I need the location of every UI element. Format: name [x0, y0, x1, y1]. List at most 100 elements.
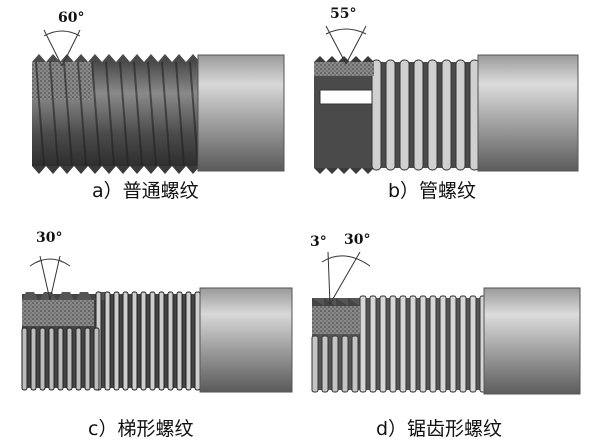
- thread-crest: [351, 335, 359, 393]
- buttress-thread-drawing: [311, 251, 581, 395]
- thread-tooth: [32, 54, 46, 62]
- thread-crest: [409, 295, 417, 393]
- trapezoidal-angle-marker: [29, 255, 71, 301]
- thread-tooth: [46, 54, 60, 62]
- thread-groove: [175, 61, 185, 167]
- metric-thread-drawing: [32, 29, 285, 174]
- thread-crest: [48, 327, 55, 391]
- thread-tooth: [74, 166, 88, 174]
- trapezoidal-threaded-rod: [21, 291, 204, 391]
- thread-crest: [369, 295, 377, 393]
- panel-trapezoidal-thread: 30° c）梯形螺纹: [0, 222, 300, 444]
- thread-tooth: [130, 54, 144, 62]
- thread-crest: [399, 295, 407, 393]
- thread-tooth: [46, 166, 60, 174]
- buttress-angle-marker: [321, 251, 371, 305]
- thread-tooth: [326, 168, 338, 174]
- thread-crest: [131, 291, 138, 391]
- buttress-cross-section: [312, 306, 360, 334]
- thread-groove: [133, 61, 143, 167]
- thread-groove: [147, 61, 157, 167]
- thread-crest: [385, 59, 396, 171]
- thread-crest: [399, 59, 410, 171]
- thread-tooth: [350, 56, 362, 62]
- thread-crest: [449, 295, 457, 393]
- thread-crest: [379, 295, 387, 393]
- thread-groove: [49, 61, 59, 167]
- pipe-shank-cylinder: [477, 54, 579, 172]
- thread-crest: [149, 291, 156, 391]
- thread-tooth: [76, 292, 92, 300]
- thread-crest: [122, 291, 129, 391]
- thread-tooth: [60, 166, 74, 174]
- thread-crest: [176, 291, 183, 391]
- thread-tooth: [60, 54, 74, 62]
- thread-groove: [35, 61, 45, 167]
- thread-tooth: [102, 166, 116, 174]
- trapezoidal-thread-drawing: [21, 255, 293, 393]
- metric-angle-marker: [43, 29, 81, 67]
- thread-crest: [389, 295, 397, 393]
- thread-crest: [469, 295, 477, 393]
- caption-pipe-thread: b）管螺纹: [388, 180, 477, 202]
- thread-tooth: [74, 54, 88, 62]
- thread-tooth: [312, 298, 324, 306]
- thread-tooth: [172, 166, 186, 174]
- thread-groove: [189, 61, 199, 167]
- thread-tooth: [338, 168, 350, 174]
- panel-buttress-thread: 3° 30° d）锯齿形螺纹: [300, 222, 601, 444]
- trapezoidal-shank-cylinder: [199, 287, 293, 393]
- trapezoidal-cross-section: [22, 300, 94, 326]
- thread-tooth: [158, 166, 172, 174]
- thread-crest: [413, 59, 424, 171]
- thread-groove: [105, 61, 115, 167]
- thread-tooth: [314, 56, 326, 62]
- thread-tooth: [88, 166, 102, 174]
- thread-tooth: [362, 56, 374, 62]
- thread-groove: [91, 61, 101, 167]
- thread-groove: [119, 61, 129, 167]
- thread-crest: [321, 335, 329, 393]
- caption-trapezoidal-thread: c）梯形螺纹: [88, 418, 194, 440]
- thread-tooth: [102, 54, 116, 62]
- thread-crest: [331, 335, 339, 393]
- thread-crest: [158, 291, 165, 391]
- thread-tooth: [158, 54, 172, 62]
- metric-shank-cylinder: [197, 54, 285, 172]
- thread-tooth: [338, 56, 350, 62]
- thread-groove: [77, 61, 87, 167]
- thread-crest: [93, 327, 100, 391]
- thread-groove: [63, 61, 73, 167]
- thread-crest: [311, 335, 319, 393]
- thread-crest: [57, 327, 64, 391]
- metric-cross-section: [32, 62, 92, 100]
- buttress-threaded-rod: [311, 295, 488, 393]
- thread-crest: [439, 295, 447, 393]
- thread-tooth: [350, 168, 362, 174]
- thread-tooth: [172, 54, 186, 62]
- metric-angle-label: 60°: [58, 10, 85, 26]
- panel-metric-thread: 60° a）普通螺纹: [0, 0, 300, 210]
- thread-crest: [167, 291, 174, 391]
- thread-tooth: [32, 166, 46, 174]
- metric-threaded-rod: [32, 54, 204, 174]
- thread-tooth: [88, 54, 102, 62]
- thread-tooth: [144, 54, 158, 62]
- thread-crest: [104, 291, 111, 391]
- thread-tooth: [314, 168, 326, 174]
- panel-pipe-thread: 55° b）管螺纹: [300, 0, 601, 210]
- thread-tooth: [40, 292, 56, 300]
- thread-tooth: [186, 166, 200, 174]
- thread-crest: [441, 59, 452, 171]
- thread-tooth: [186, 54, 200, 62]
- thread-tooth: [326, 56, 338, 62]
- caption-buttress-thread: d）锯齿形螺纹: [376, 418, 503, 440]
- thread-groove: [161, 61, 171, 167]
- thread-tooth: [362, 168, 374, 174]
- thread-crest: [194, 291, 201, 391]
- thread-crest: [113, 291, 120, 391]
- thread-crest: [185, 291, 192, 391]
- thread-tooth: [22, 292, 38, 300]
- thread-crest: [419, 295, 427, 393]
- thread-crest: [30, 327, 37, 391]
